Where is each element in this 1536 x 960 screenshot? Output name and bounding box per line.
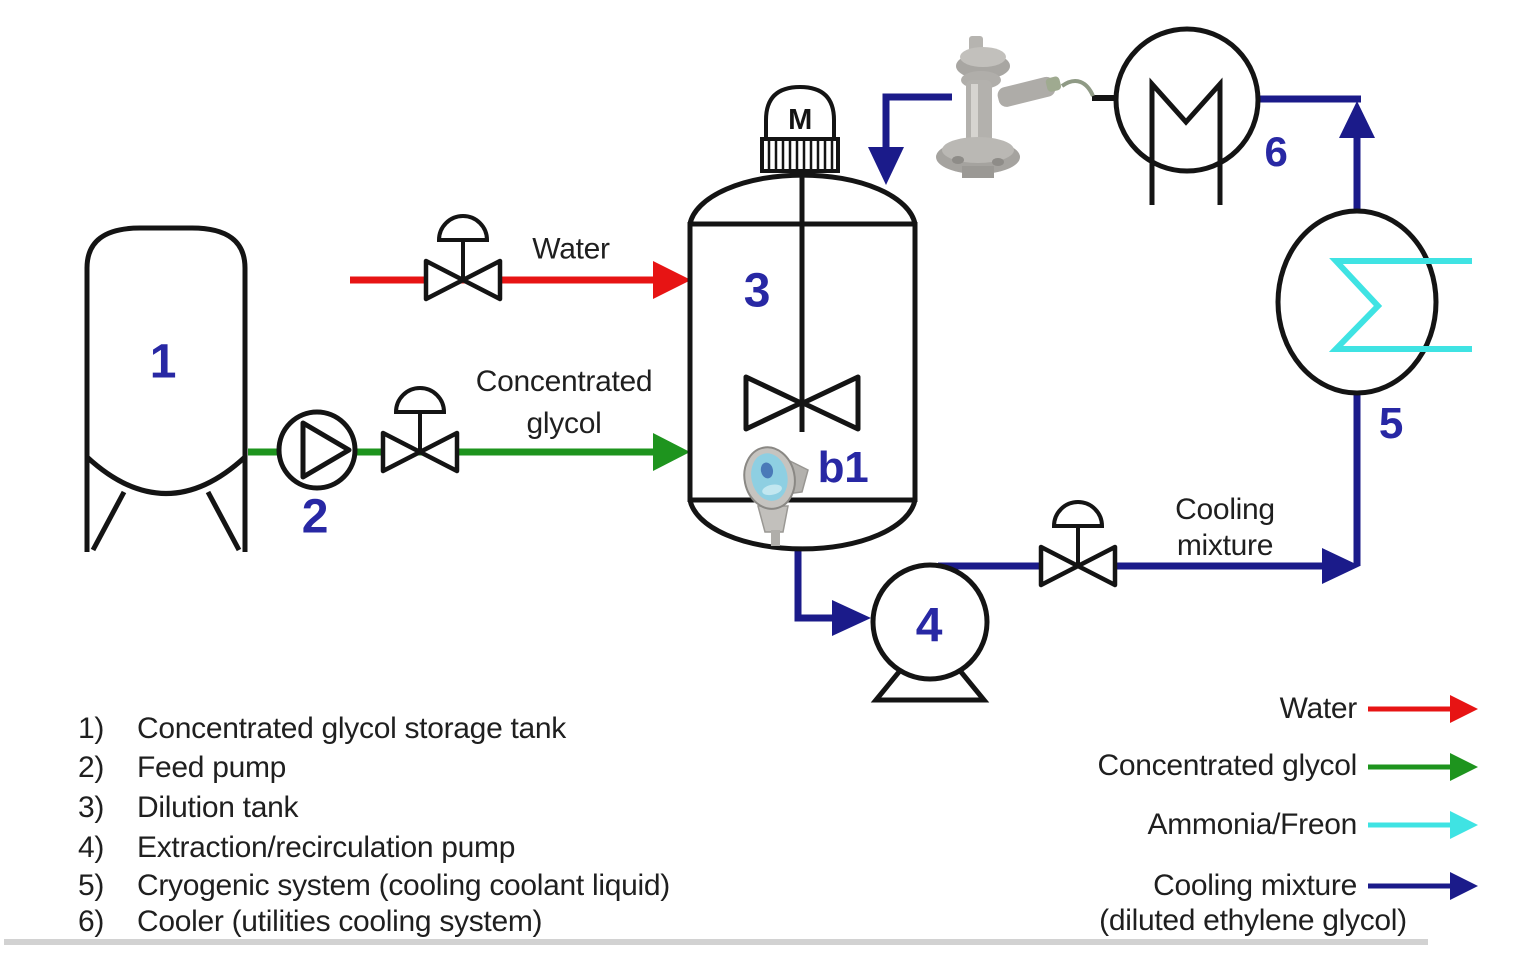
list-item: 5) Cryogenic system (cooling coolant liqu… [78,867,670,905]
sensor-cable [1060,79,1095,97]
agitator-impeller-left [743,374,804,432]
list-item: 1) Concentrated glycol storage tank [78,710,566,748]
list-item: 4) Extraction/recirculation pump [78,829,515,867]
legend-arrow-ammonia [1368,811,1478,839]
storage-tank-symbol [84,225,248,552]
stream-label-water: Water [532,232,610,266]
cryogenic-system-symbol [1275,208,1472,396]
list-item-number: 4) [78,831,105,864]
cooling-arrowhead-down-icon [868,147,904,185]
label-storage-tank: 1 [149,335,177,389]
stream-label-line: Cooling [1175,493,1275,526]
motor-coupling-hatch [767,141,834,169]
glycol-arrowhead-icon [653,433,690,471]
legend-label-ammonia-freon: Ammonia/Freon [1147,808,1357,841]
stream-label-line: glycol [526,407,602,440]
motor-symbol [760,84,840,173]
water-control-valve [423,214,503,302]
concentration-sensor-photo [743,446,809,546]
legend-arrow-water [1368,695,1478,723]
list-item-number: 5) [78,869,105,902]
dilution-tank-symbol [687,172,918,552]
cooling-arrowhead-to-pump-icon [832,600,871,636]
slide-edge-shadow [4,939,1428,945]
cooling-arrowhead-to-cryo-icon [1322,548,1360,584]
flow-sensor-photo [936,36,1062,178]
legend-label-water: Water [1279,692,1358,725]
feed-pump-symbol [276,409,358,491]
label-concentration-sensor: b1 [817,442,869,492]
list-item-label: Dilution tank [137,791,299,824]
legend-arrow-cooling [1368,872,1478,900]
ammonia-freon-coil [1328,258,1472,352]
list-item: 6) Cooler (utilities cooling system) [78,903,543,941]
stream-label-concentrated-glycol: Concentrated glycol [476,361,653,445]
list-item: 2) Feed pump [78,749,286,787]
glycol-control-valve [380,386,460,474]
list-item-number: 1) [78,712,105,745]
stream-label-cooling-mixture: Cooling mixture [1175,492,1275,564]
list-item-label: Feed pump [137,751,287,784]
cooling-arrowhead-up-icon [1339,101,1375,138]
label-cryogenic-system: 5 [1378,398,1404,448]
label-extraction-pump: 4 [915,599,943,653]
list-item-number: 3) [78,791,105,824]
list-item: 3) Dilution tank [78,789,299,827]
label-cooler: 6 [1264,127,1288,175]
cooler-symbol [1113,26,1261,205]
list-item-number: 2) [78,751,105,784]
list-item-number: 6) [78,905,105,938]
cooling-line-tank-outlet [794,551,835,622]
legend-label-cooling-mixture: Cooling mixture [1153,869,1357,902]
legend-note: (diluted ethylene glycol) [1099,904,1407,937]
list-item-label: Cryogenic system (cooling coolant liquid… [137,869,670,902]
stream-label-line: mixture [1176,529,1274,562]
cooling-control-valve [1038,500,1118,588]
label-dilution-tank: 3 [743,264,771,318]
extraction-pump-symbol [870,562,990,703]
water-arrowhead-icon [653,261,691,299]
agitator-impeller-right [800,374,861,432]
list-item-label: Concentrated glycol storage tank [137,712,566,745]
label-feed-pump: 2 [301,490,329,544]
cooling-line-to-tank [882,93,952,150]
legend-arrow-glycol [1368,753,1478,781]
label-motor: M [788,104,812,137]
list-item-label: Extraction/recirculation pump [137,831,516,864]
legend-label-concentrated-glycol: Concentrated glycol [1097,749,1358,782]
stream-label-line: Concentrated [475,365,653,398]
list-item-label: Cooler (utilities cooling system) [137,905,543,938]
